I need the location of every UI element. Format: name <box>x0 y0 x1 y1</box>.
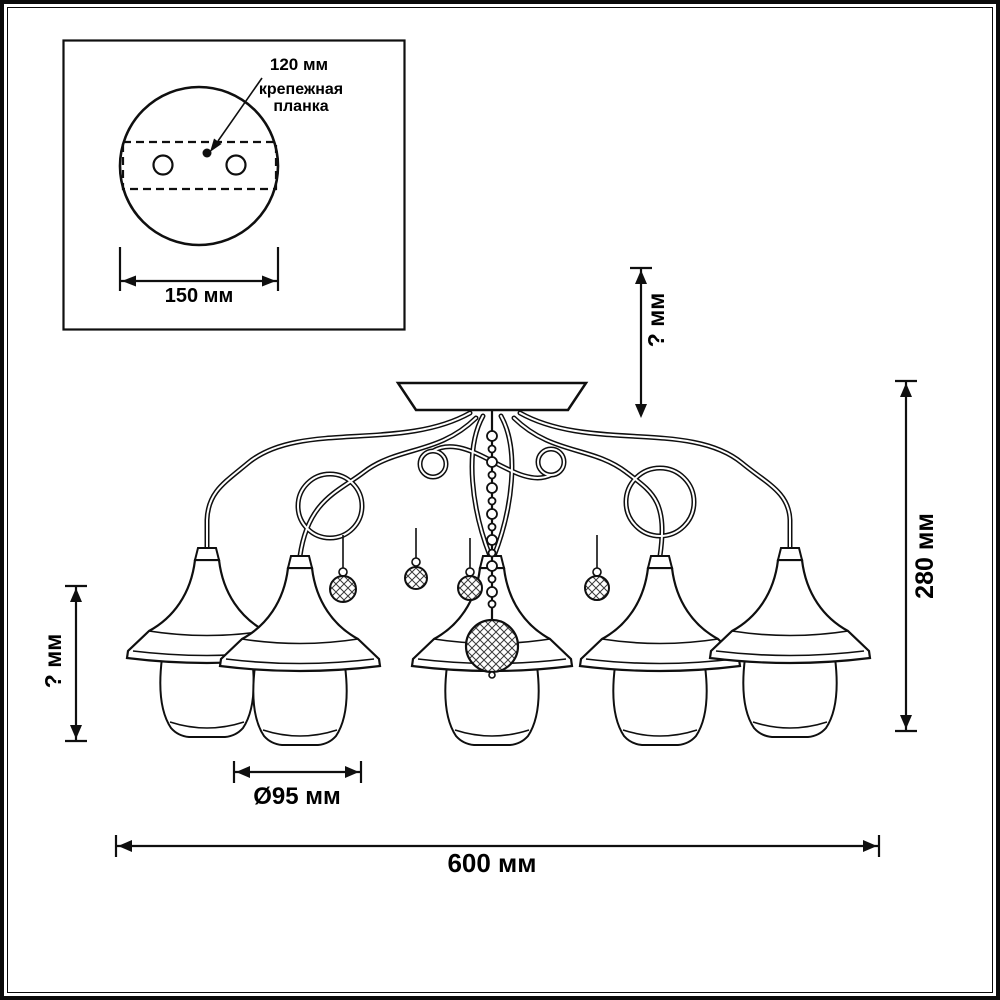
chandelier-drawing <box>125 381 872 747</box>
dimension-plate-width <box>118 247 280 291</box>
shade-height-label: ? мм <box>40 633 66 689</box>
dimension-shade-height <box>65 584 87 743</box>
mounting-bracket-label-line1: крепежная <box>258 81 344 98</box>
canopy-height-label: ? мм <box>643 292 669 348</box>
arms-highlight <box>206 412 791 557</box>
inset-box <box>62 39 406 331</box>
screw-hole-left <box>152 154 174 176</box>
mounting-bracket-dashed <box>121 140 278 191</box>
mounting-bracket-label: крепежная планка <box>246 81 356 116</box>
arms-outline <box>207 413 790 556</box>
central-faceted-ball <box>464 618 520 679</box>
shade-diameter-label: Ø95 мм <box>253 783 341 810</box>
mounting-plate-inset <box>62 39 406 331</box>
total-height-label: 280 мм <box>911 513 939 599</box>
dimension-canopy-height <box>630 266 652 418</box>
crystal-chain <box>486 410 498 620</box>
crystal-drops <box>329 528 610 603</box>
mounting-bracket-label-line2: планка <box>273 97 329 115</box>
leader-arrowhead <box>210 138 222 152</box>
ceiling-canopy <box>395 381 589 412</box>
shade-5 <box>708 546 872 739</box>
plate-width-label: 150 мм <box>164 285 234 307</box>
dimension-total-width <box>114 835 881 857</box>
reference-dot <box>202 148 212 158</box>
canopy-circle-top-view <box>118 85 280 247</box>
leader-line <box>217 77 263 142</box>
dimension-total-height <box>895 379 917 733</box>
screw-hole-right <box>225 154 247 176</box>
dimension-shade-diameter <box>232 761 363 783</box>
holes-spacing-label: 120 мм <box>269 55 329 74</box>
total-width-label: 600 мм <box>447 848 537 878</box>
inner-frame <box>7 7 993 993</box>
